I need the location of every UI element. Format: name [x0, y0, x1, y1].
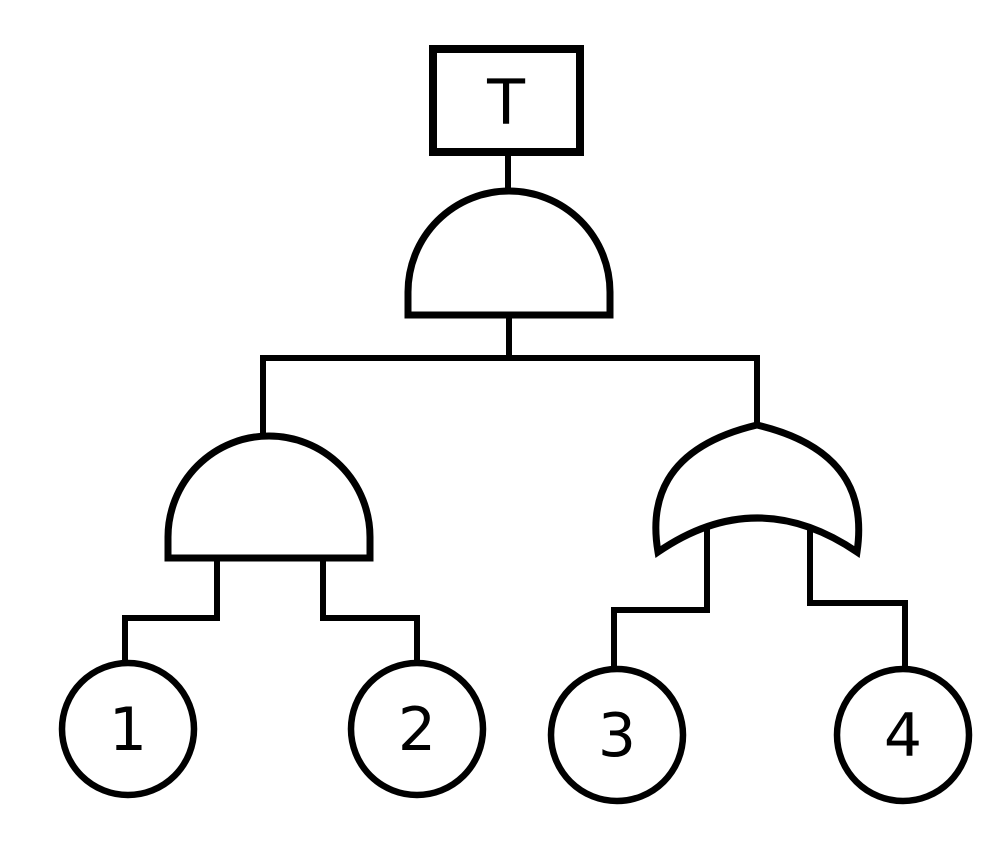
- basic-event-3-label: 3: [598, 701, 636, 771]
- connector-right-gate-to-event-3: [611, 505, 710, 670]
- basic-event-2-label: 2: [398, 695, 436, 765]
- basic-event-1-circle: [58, 659, 198, 799]
- basic-event-2-circle: [347, 659, 487, 799]
- basic-event-3-circle: [547, 665, 687, 805]
- connector-left-gate-to-event-2: [320, 555, 420, 664]
- connector-right-gate-to-event-4: [807, 505, 908, 670]
- basic-event-4-circle: [833, 665, 973, 805]
- basic-event-1-label: 1: [109, 695, 147, 765]
- top-and-gate-icon: [404, 187, 614, 319]
- right-or-gate-icon: [652, 421, 863, 559]
- connector-left-gate-to-event-1: [122, 555, 220, 664]
- connector-branch-rail: [260, 355, 760, 437]
- top-event-label: T: [486, 66, 526, 139]
- top-event-box: [429, 45, 584, 156]
- basic-event-4-label: 4: [884, 701, 922, 771]
- left-and-gate-icon: [164, 432, 374, 562]
